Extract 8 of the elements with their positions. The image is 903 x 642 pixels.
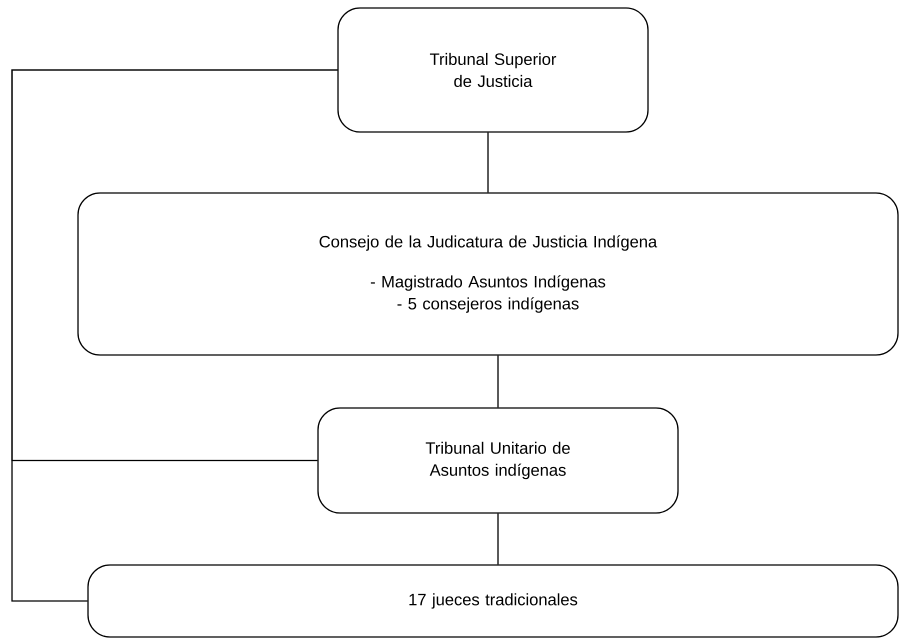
org-box: Consejo de la Judicatura de Justicia Indígena - Magistrado Asuntos Indígenas - 5 consejeros indígenas	[77, 192, 899, 356]
connector-line	[11, 69, 338, 602]
connector-line	[497, 514, 499, 564]
org-box: Tribunal Superior de Justicia	[337, 7, 649, 133]
connector-line	[497, 356, 499, 408]
org-box: Tribunal Unitario de Asuntos indígenas	[317, 407, 679, 514]
org-box: 17 jueces tradicionales	[87, 564, 899, 638]
connector-line	[487, 132, 489, 192]
